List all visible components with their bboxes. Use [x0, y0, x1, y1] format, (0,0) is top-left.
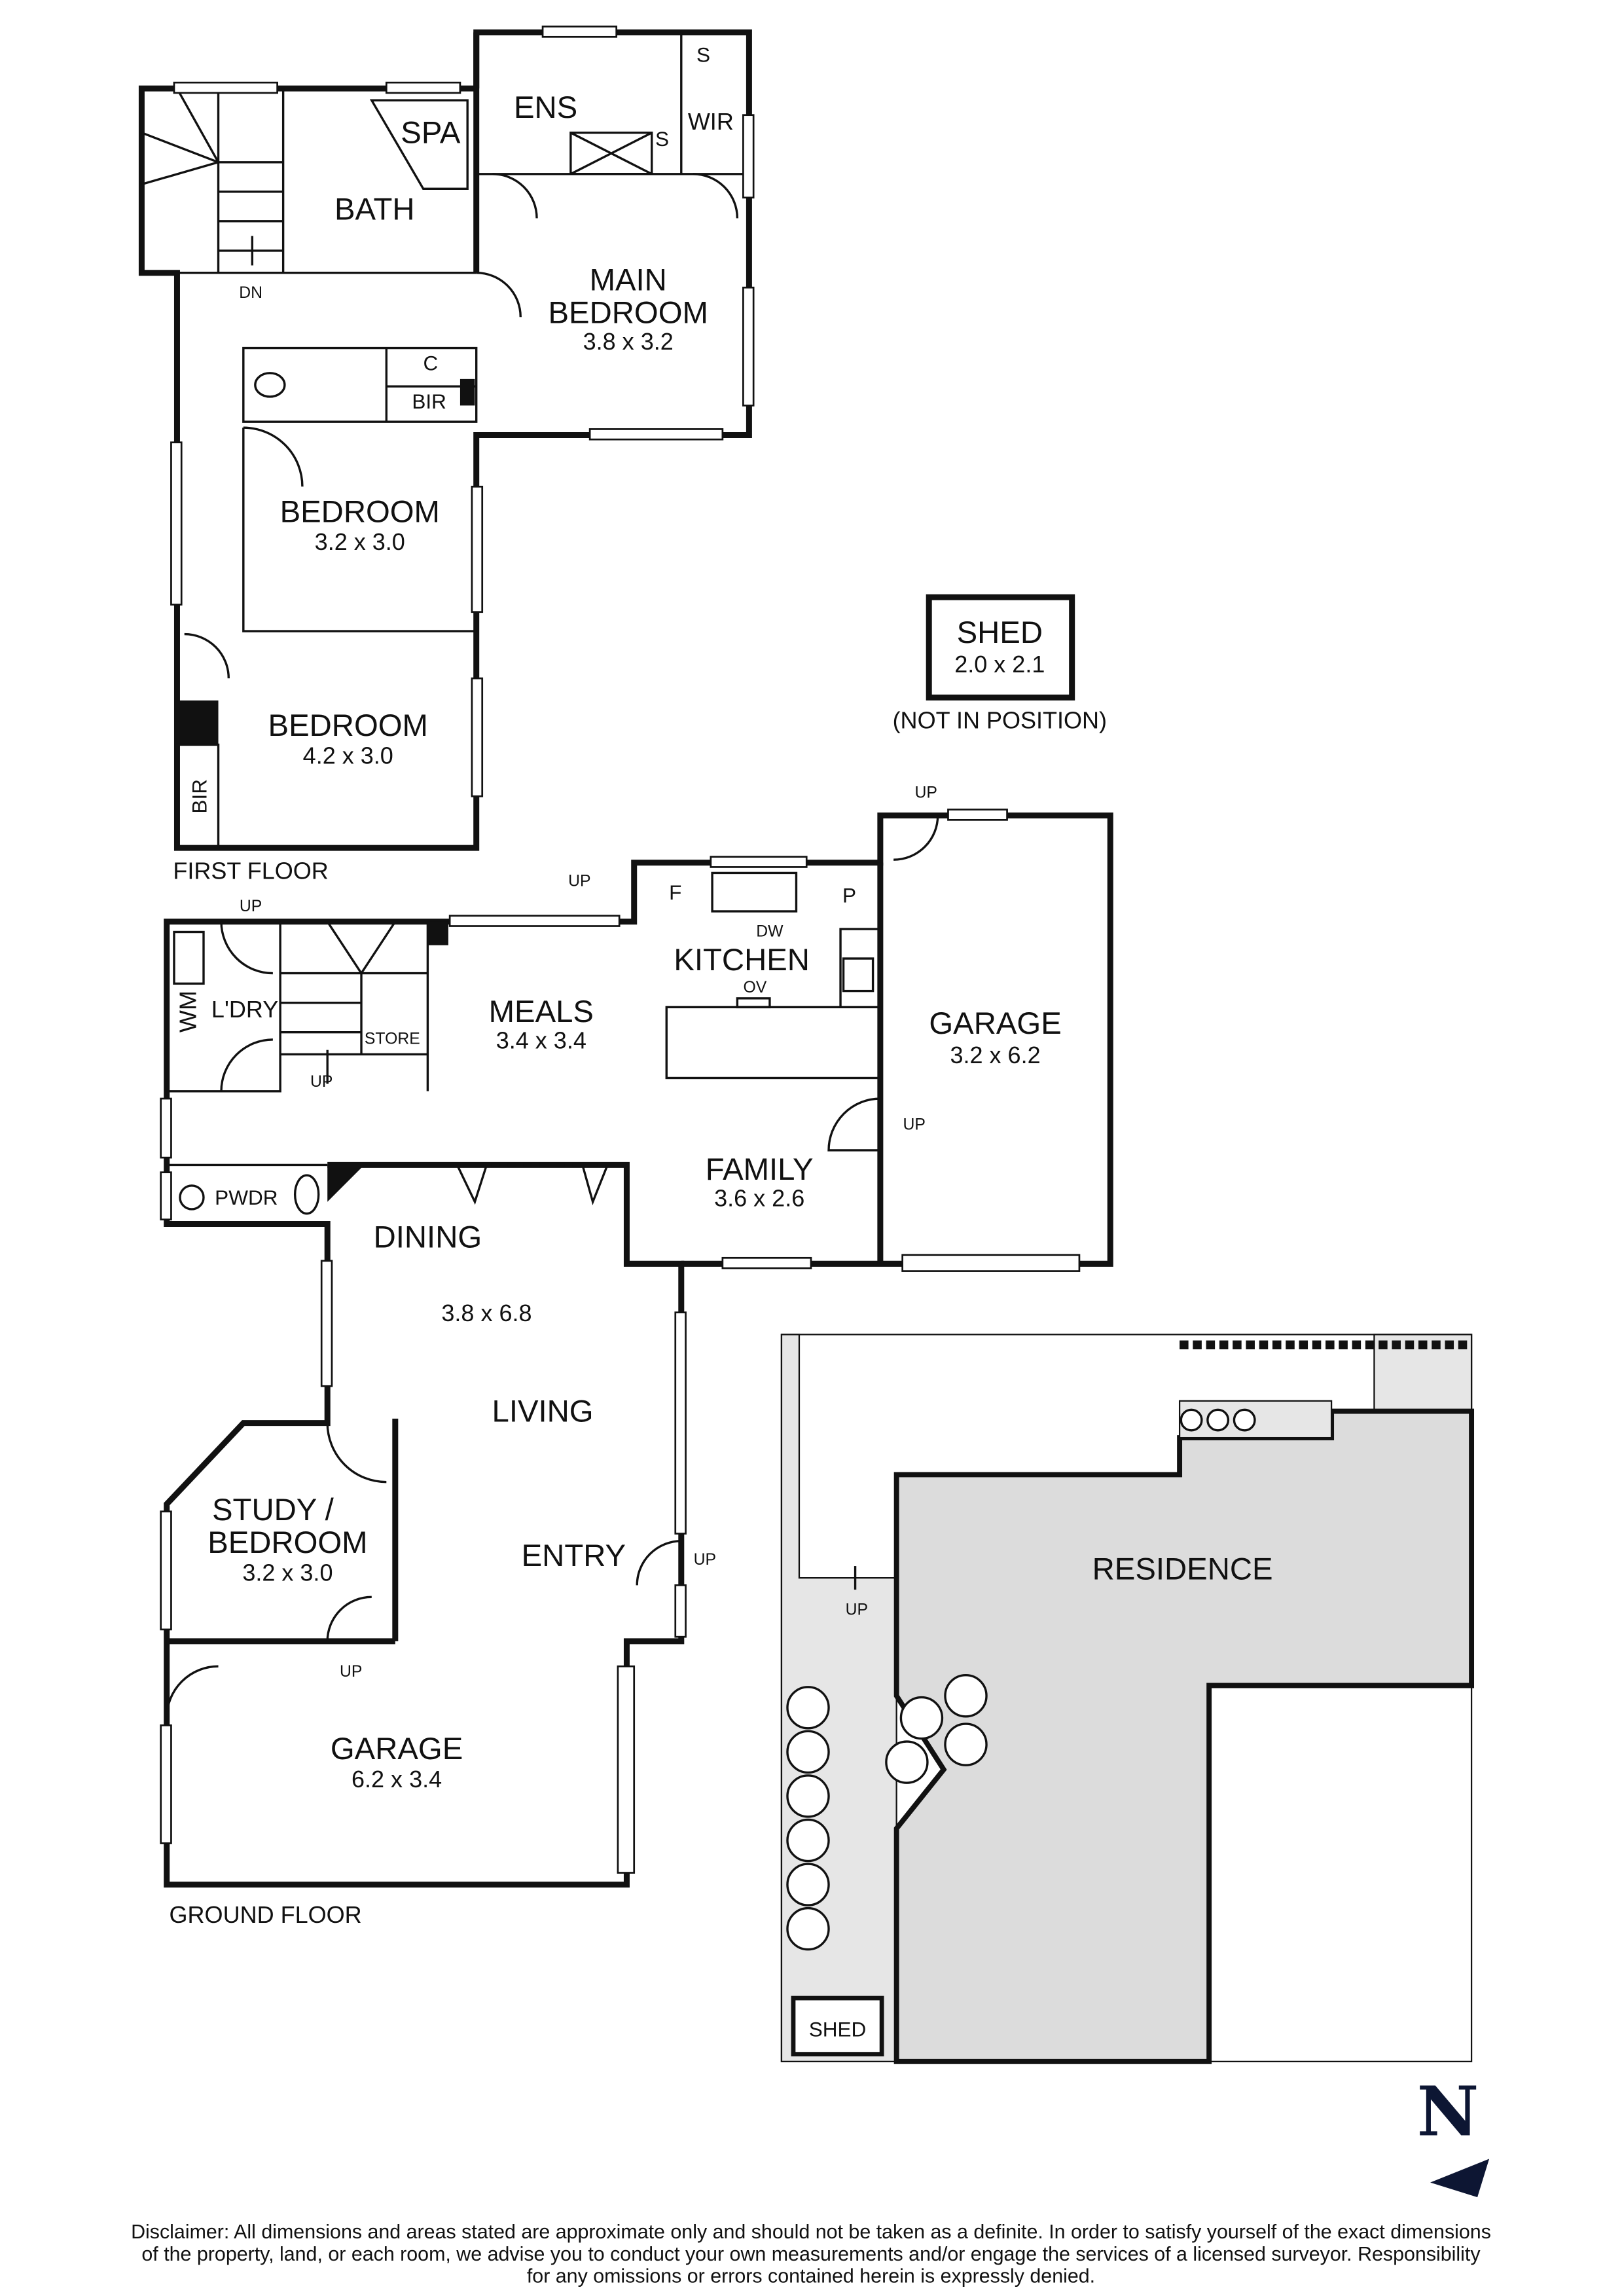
- room-label-main-bedroom: BEDROOM: [549, 295, 708, 330]
- room-label-bedroom: BEDROOM: [268, 708, 428, 743]
- room-dimensions-meals: 3.4 x 3.4: [496, 1027, 586, 1053]
- room-dimensions-family: 3.6 x 2.6: [714, 1184, 804, 1211]
- room-label-cupboard: C: [423, 351, 438, 374]
- dishwasher-label: DW: [756, 922, 784, 940]
- room-label-main-bedroom: MAIN: [590, 263, 667, 298]
- disclaimer: Disclaimer: All dimensions and areas sta…: [131, 2221, 1491, 2287]
- stairs-down-label: DN: [239, 284, 262, 302]
- room-dimensions-living: 3.8 x 6.8: [441, 1300, 532, 1326]
- room-label-spa: SPA: [401, 115, 461, 150]
- room-label-bedroom: BEDROOM: [280, 494, 440, 529]
- residence-label: RESIDENCE: [1092, 1552, 1273, 1586]
- room-label-ensuite: ENS: [514, 90, 577, 125]
- disclaimer-line: of the property, land, or each room, we …: [141, 2243, 1481, 2265]
- stairs-up-label: UP: [240, 898, 262, 915]
- room-dimensions-main-bedroom: 3.8 x 3.2: [583, 328, 674, 355]
- room-label-powder: PWDR: [215, 1186, 278, 1209]
- washing-machine-label: WM: [175, 991, 202, 1032]
- room-dimensions-bedroom: 3.2 x 3.0: [315, 528, 405, 555]
- room-label-bir: BIR: [412, 390, 446, 413]
- north-compass: N: [1417, 2072, 1490, 2198]
- room-label-garage: GARAGE: [929, 1006, 1061, 1041]
- stairs-first-floor: [141, 88, 283, 273]
- room-label-laundry: L'DRY: [211, 996, 278, 1023]
- room-label-study: BEDROOM: [207, 1525, 367, 1560]
- room-dimensions-garage: 6.2 x 3.4: [351, 1766, 442, 1793]
- room-label-store: STORE: [365, 1030, 420, 1048]
- room-label-family: FAMILY: [706, 1152, 814, 1187]
- room-dimensions-bedroom: 4.2 x 3.0: [303, 742, 393, 769]
- room-label-bir: BIR: [188, 779, 211, 814]
- stairs-up-label: UP: [310, 1073, 333, 1091]
- room-label-living: LIVING: [492, 1394, 594, 1429]
- room-label-kitchen: KITCHEN: [674, 943, 810, 977]
- room-label-garage: GARAGE: [331, 1732, 463, 1766]
- tree-icons: [786, 1408, 1256, 1951]
- room-label-pantry: P: [842, 883, 856, 907]
- stairs-up-label: UP: [903, 1116, 925, 1133]
- stairs-up-label: UP: [340, 1663, 362, 1681]
- stairs-up-label: UP: [694, 1551, 716, 1569]
- first-floor-plan: SPA ENS S S WIR BATH DN MAIN BEDROOM 3.8…: [138, 26, 755, 884]
- room-label-shelf: S: [696, 43, 710, 67]
- shed-dimensions: 2.0 x 2.1: [954, 651, 1045, 678]
- floor-label-ground: GROUND FLOOR: [170, 1901, 362, 1928]
- disclaimer-line: Disclaimer: All dimensions and areas sta…: [131, 2221, 1491, 2243]
- site-plan: RESIDENCE UP SHED: [780, 1334, 1475, 2064]
- shed-plan: SHED 2.0 x 2.1 (NOT IN POSITION): [893, 594, 1107, 734]
- north-label: N: [1417, 2072, 1479, 2151]
- shed-label: SHED: [957, 615, 1043, 650]
- room-label-wir: WIR: [688, 108, 734, 135]
- oven-label: OV: [744, 979, 767, 996]
- stairs-up-label: UP: [846, 1601, 868, 1618]
- room-label-dining: DINING: [374, 1220, 482, 1255]
- floor-label-first: FIRST FLOOR: [173, 857, 328, 884]
- stairs-up-label: UP: [914, 784, 937, 802]
- shed-label-site: SHED: [809, 2018, 867, 2041]
- room-label-fridge: F: [669, 881, 681, 904]
- room-label-study: STUDY /: [212, 1493, 334, 1527]
- room-dimensions-study: 3.2 x 3.0: [242, 1559, 333, 1586]
- north-arrow-icon: [1430, 2159, 1490, 2198]
- ground-floor-plan: UP UP UP UP F P DW KITCHEN OV WM L'DRY S…: [160, 784, 1113, 1928]
- room-label-meals: MEALS: [489, 994, 594, 1029]
- disclaimer-line: for any omissions or errors contained he…: [527, 2265, 1095, 2287]
- stairs-ground-floor: [280, 920, 428, 1084]
- room-dimensions-garage: 3.2 x 6.2: [950, 1042, 1040, 1068]
- shed-note: (NOT IN POSITION): [893, 707, 1107, 734]
- stairs-up-label: UP: [568, 873, 590, 890]
- room-label-bath: BATH: [334, 192, 415, 227]
- room-label-shelf: S: [655, 127, 669, 151]
- room-label-entry: ENTRY: [522, 1539, 626, 1573]
